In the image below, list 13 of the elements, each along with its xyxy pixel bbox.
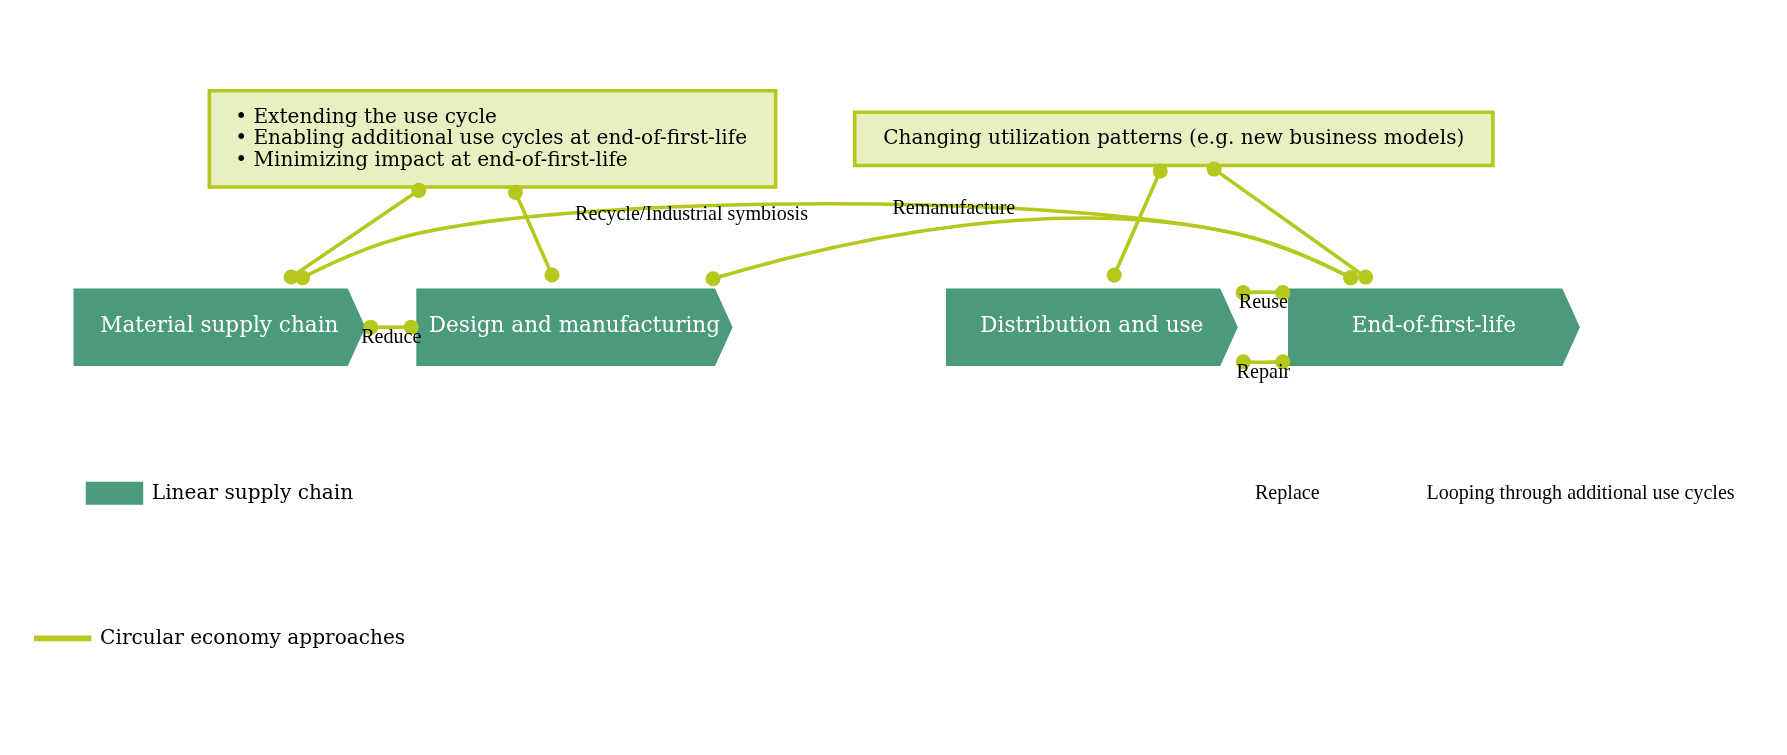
connector bbox=[1206, 161, 1374, 285]
label: Looping through additional use cycles bbox=[1426, 480, 1735, 503]
node-box: Changing utilization patterns (e.g. new business models) bbox=[852, 110, 1495, 168]
label: Replace bbox=[1254, 480, 1320, 503]
legend-label: Circular economy approaches bbox=[100, 624, 406, 649]
connector bbox=[705, 216, 1359, 287]
connector bbox=[507, 184, 560, 283]
edge-label: Reuse bbox=[1238, 290, 1288, 313]
connector bbox=[1106, 163, 1168, 283]
node-box: • Extending the use cycle • Enabling additional use cycles at end-of-first-life • Minimizing impact at end-of-first-life bbox=[207, 88, 778, 189]
connector bbox=[295, 201, 1359, 286]
edge-label: Repair bbox=[1236, 360, 1291, 383]
legend-label: Linear supply chain bbox=[151, 479, 354, 504]
